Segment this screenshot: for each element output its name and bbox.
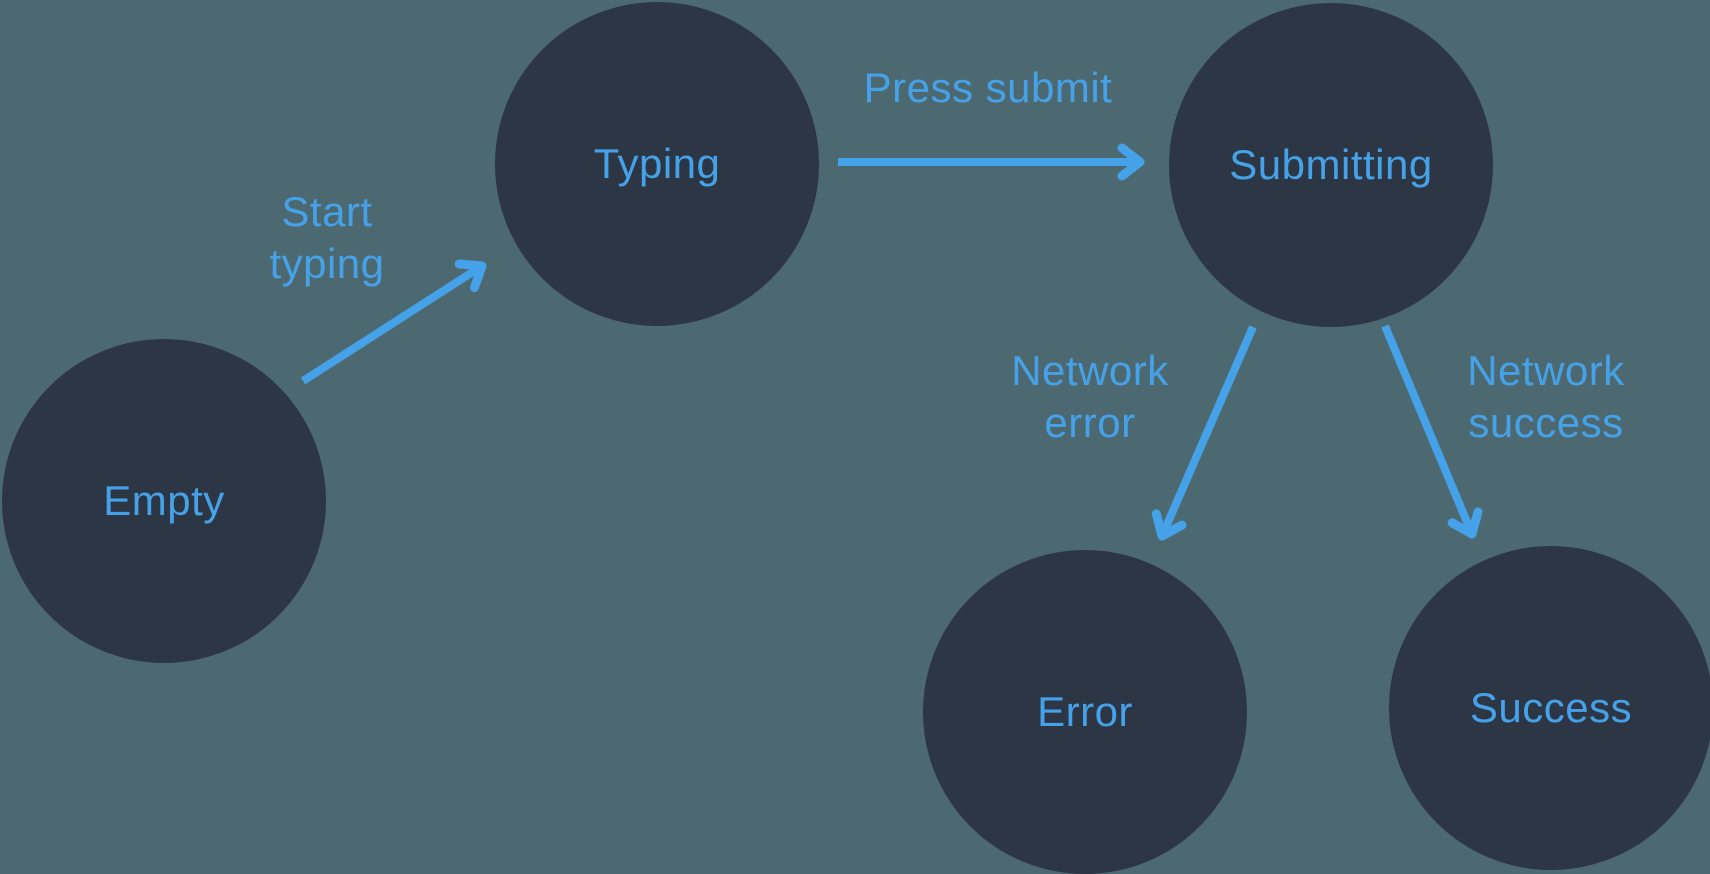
edge-label-network-error: Network error [1011, 347, 1169, 446]
state-label-empty: Empty [103, 477, 225, 524]
state-label-success: Success [1469, 684, 1633, 731]
state-node-submitting: Submitting [1169, 3, 1493, 327]
edge-submitting-to-success [1381, 324, 1483, 539]
state-node-error: Error [923, 550, 1247, 874]
edge-label-press-submit: Press submit [863, 64, 1113, 111]
state-node-empty: Empty [2, 339, 326, 663]
state-label-submitting: Submitting [1229, 141, 1433, 188]
edge-label-start-typing: Start typing [269, 188, 385, 287]
edge-empty-to-typing [300, 259, 487, 385]
edge-submitting-to-error [1151, 325, 1257, 541]
state-label-typing: Typing [593, 140, 721, 187]
state-label-error: Error [1037, 688, 1133, 735]
state-node-typing: Typing [495, 2, 819, 326]
edge-label-network-success: Network success [1467, 347, 1625, 446]
state-node-success: Success [1389, 546, 1710, 870]
